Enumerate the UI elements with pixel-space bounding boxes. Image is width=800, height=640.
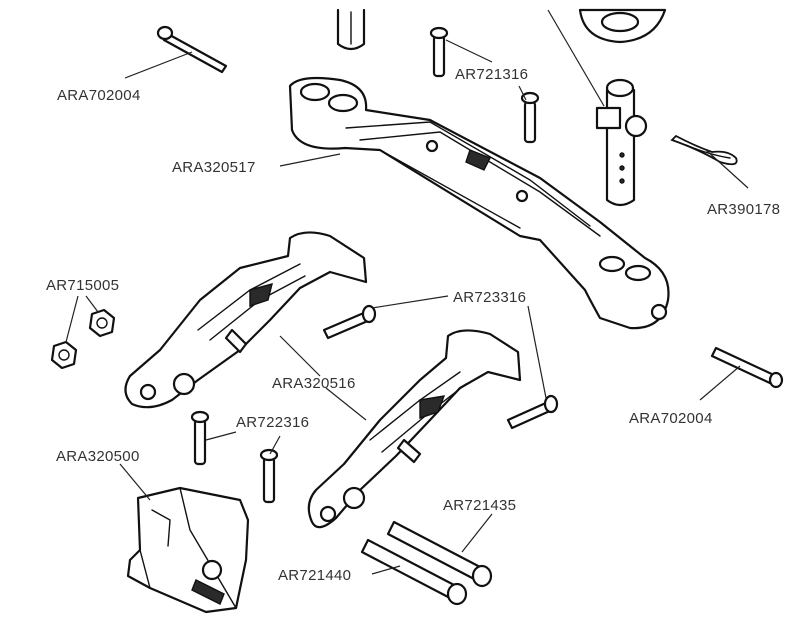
- label-ar390178: AR390178: [707, 201, 780, 218]
- label-ar721316: AR721316: [455, 66, 528, 83]
- screw-ar722316-b: [259, 448, 279, 504]
- label-ara320500: ARA320500: [56, 448, 140, 465]
- screw-ar723316-b: [506, 394, 559, 430]
- mount-ara320500: [126, 486, 250, 614]
- label-ar715005: AR715005: [46, 277, 119, 294]
- screw-ar721316-a: [429, 26, 449, 78]
- screw-ara702004-right: [710, 346, 784, 389]
- top-right-bracket-partial: [578, 8, 667, 44]
- top-post-partial: [336, 8, 366, 51]
- screw-ar723316-a: [322, 304, 377, 340]
- label-ara702004-top: ARA702004: [57, 87, 141, 104]
- leader-lines: [65, 9, 749, 575]
- label-ar721440: AR721440: [278, 567, 351, 584]
- nut-ar715005-b: [50, 340, 78, 370]
- label-ara320517: ARA320517: [172, 159, 256, 176]
- arm-ara320516-upper: [124, 231, 368, 409]
- arm-ara320516-lower: [307, 329, 522, 529]
- screw-ar722316-a: [190, 410, 210, 466]
- screw-ar721316-b: [520, 91, 540, 144]
- body-post: [595, 78, 648, 207]
- body-clip-ar390178: [670, 134, 738, 166]
- nut-ar715005-a: [88, 308, 116, 338]
- screw-ar721435: [386, 520, 493, 588]
- screw-ara702004-top: [156, 25, 228, 74]
- screw-ar721440: [360, 538, 468, 606]
- label-ar722316: AR722316: [236, 414, 309, 431]
- label-ara320516: ARA320516: [272, 375, 356, 392]
- label-ara702004-right: ARA702004: [629, 410, 713, 427]
- label-ar723316: AR723316: [453, 289, 526, 306]
- brace-ara320517: [288, 76, 670, 330]
- label-ar721435: AR721435: [443, 497, 516, 514]
